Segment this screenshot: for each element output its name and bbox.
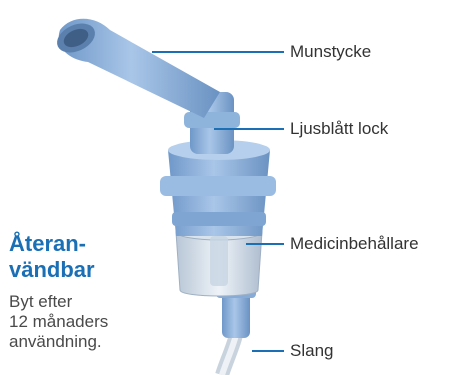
- light-blue-cap: [160, 140, 276, 236]
- replacement-note-line-3: användning.: [9, 332, 108, 352]
- label-medicine-container: Medicinbehållare: [290, 234, 419, 254]
- reusable-heading-line-2: vändbar: [9, 257, 95, 283]
- replacement-note-line-1: Byt efter: [9, 292, 108, 312]
- mouthpiece: [52, 18, 220, 118]
- replacement-note: Byt efter 12 månaders användning.: [9, 292, 108, 352]
- tubing: [222, 335, 236, 375]
- replacement-note-line-2: 12 månaders: [9, 312, 108, 332]
- label-mouthpiece: Munstycke: [290, 42, 371, 62]
- reusable-heading: Återan- vändbar: [9, 231, 95, 283]
- label-tubing: Slang: [290, 341, 333, 361]
- reusable-heading-line-1: Återan-: [9, 231, 95, 257]
- label-light-blue-cap: Ljusblått lock: [290, 119, 388, 139]
